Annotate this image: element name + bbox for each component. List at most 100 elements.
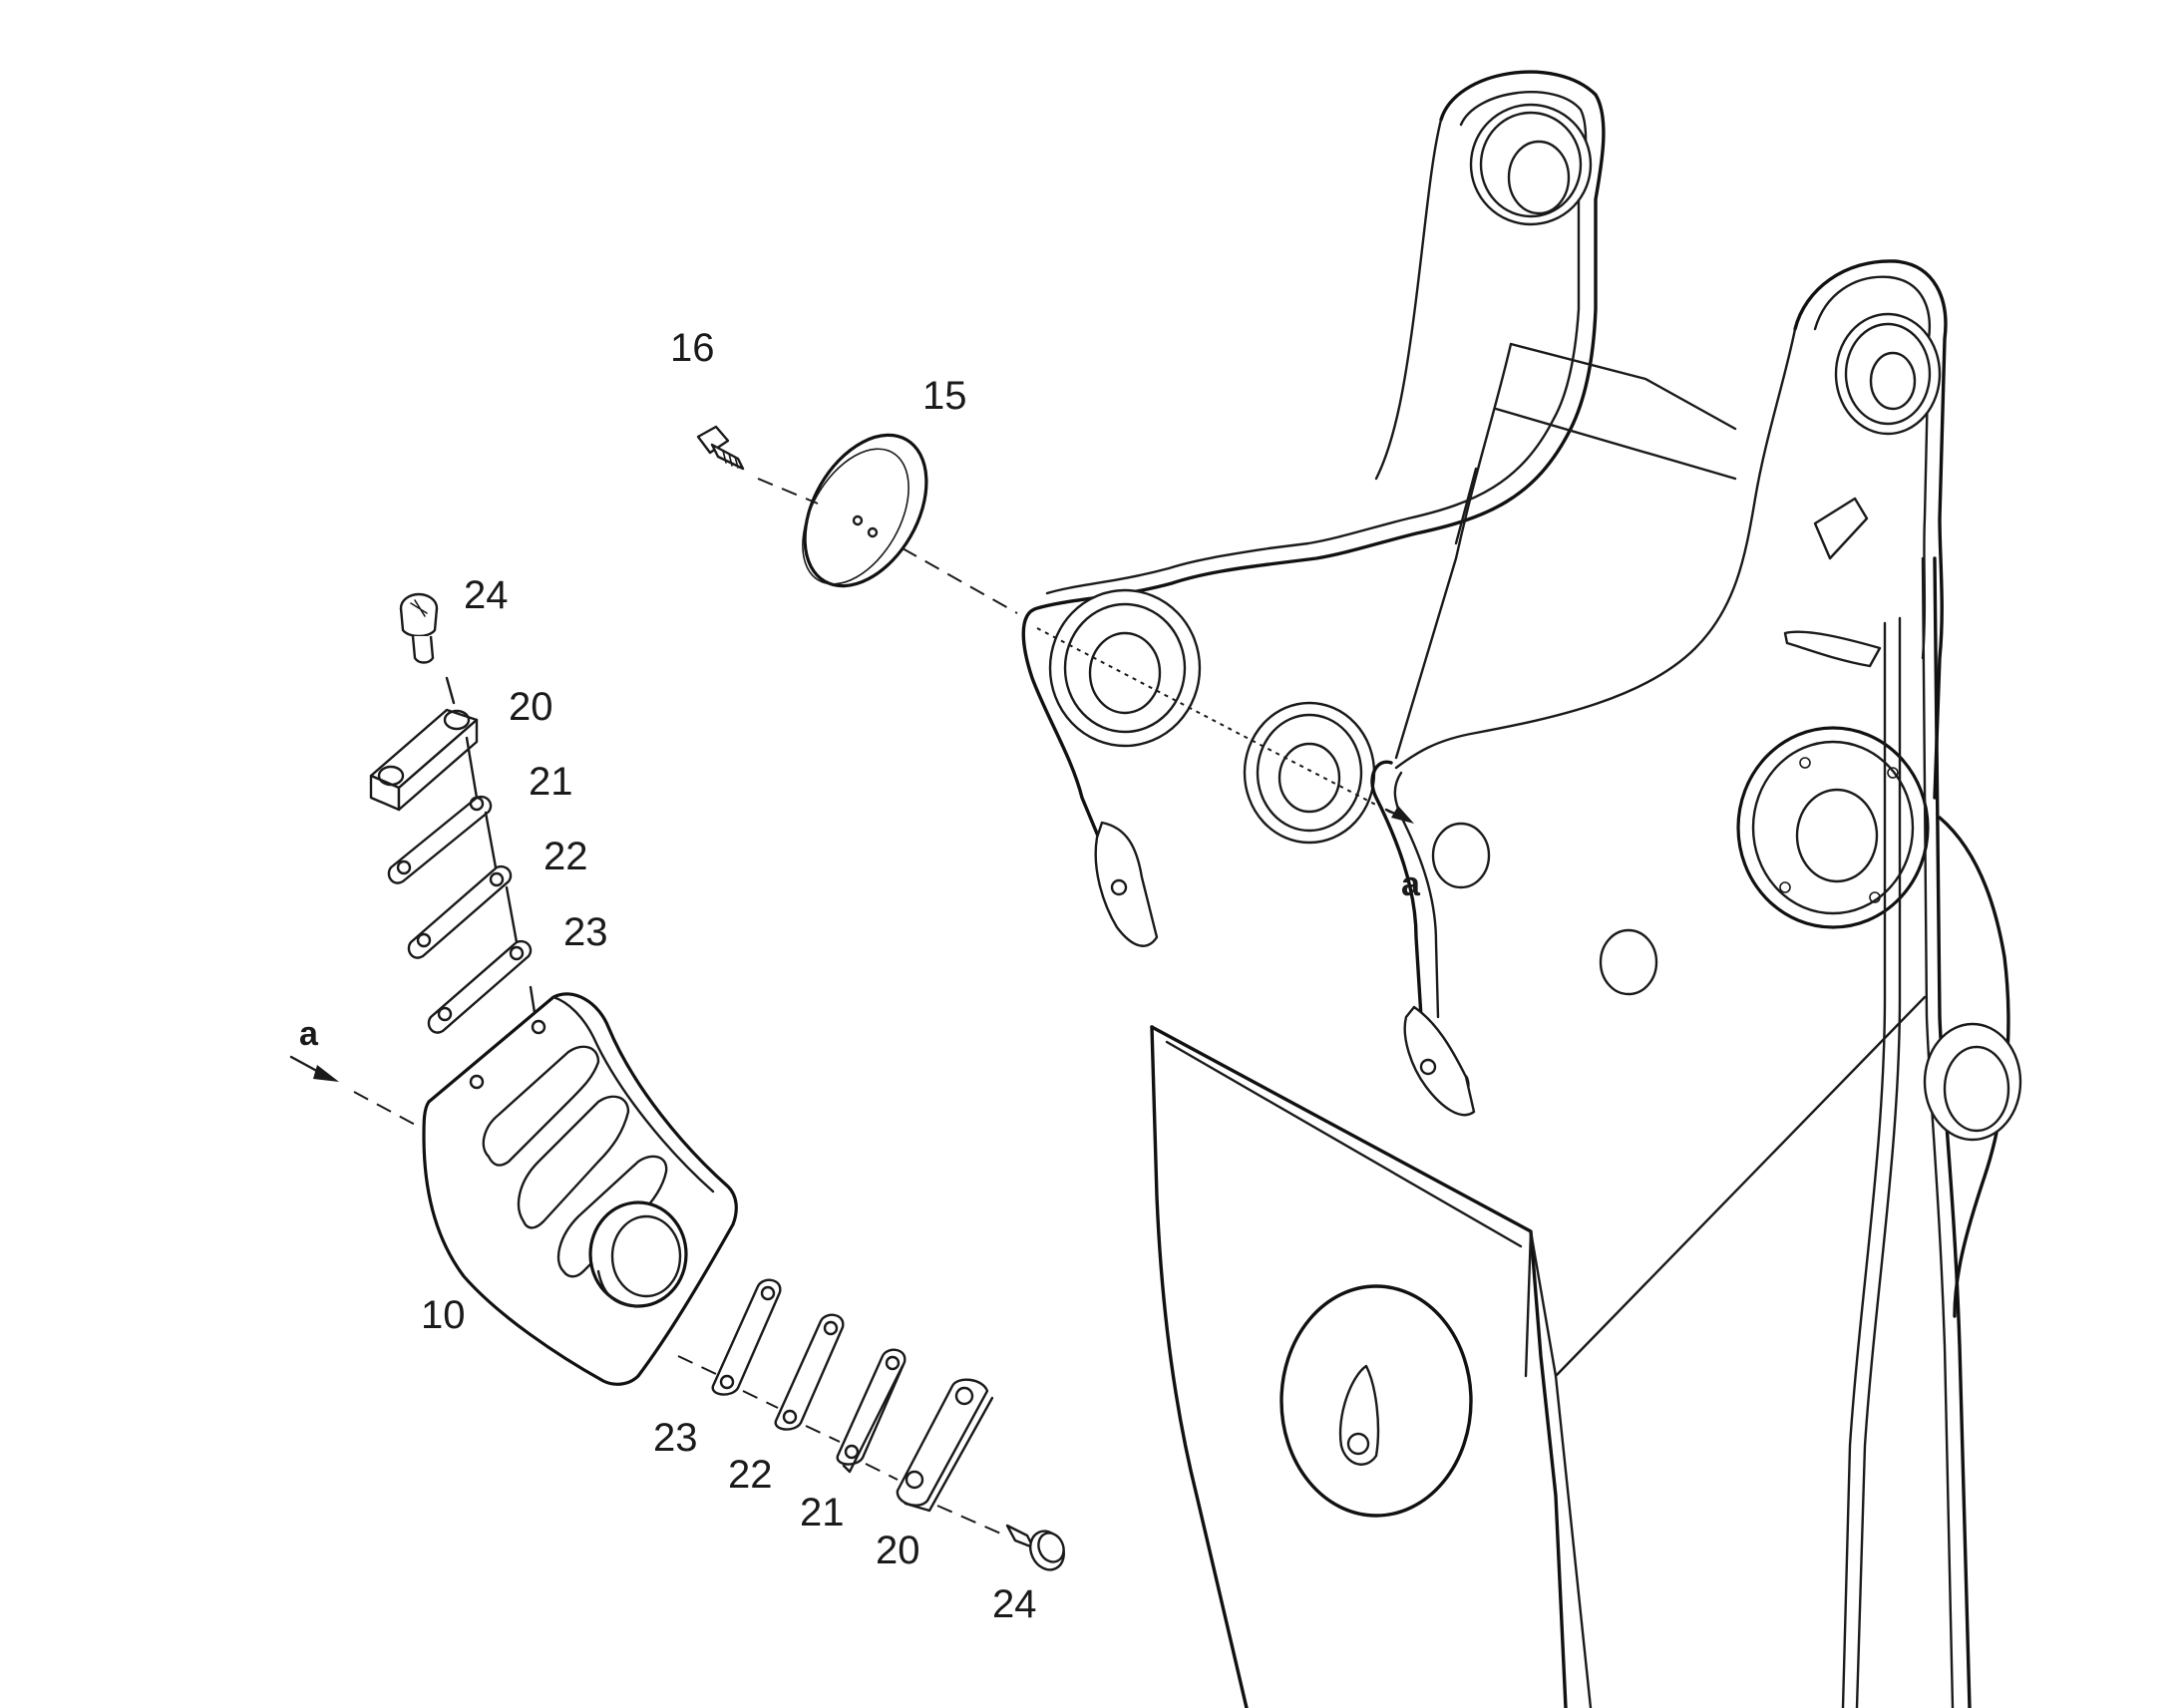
housing-bore — [1943, 1045, 2010, 1133]
shim-21-bottom-hole-2 — [885, 1355, 901, 1371]
boom-left-plate-inner — [1045, 91, 1588, 595]
shim-23-top-hole-2 — [437, 1006, 453, 1022]
callout-16: 16 — [670, 326, 715, 370]
boom-side-channel — [1855, 616, 1902, 1708]
large-flange-bore — [1795, 788, 1879, 883]
body-lug-hole — [1346, 1432, 1370, 1456]
boom-side-channel-inner — [1841, 621, 1887, 1708]
shim-21-bottom-hole-1 — [844, 1444, 860, 1460]
shim-22-bottom-hole-1 — [782, 1409, 798, 1425]
large-flange-ring — [1751, 740, 1915, 915]
view-marker-a-left: a — [299, 1015, 319, 1053]
block-20-side — [397, 718, 479, 812]
plate-10-edge — [551, 995, 715, 1194]
boom-assembly — [1021, 70, 2022, 1708]
axis-line-hidden — [1036, 627, 1392, 814]
leader-22-23-top — [505, 885, 519, 944]
part-10-plate — [422, 992, 738, 1386]
part-16-bolt — [696, 425, 745, 471]
top-web-edge — [1454, 407, 1737, 545]
shim-22-top-hole-1 — [489, 871, 505, 887]
callout-20-top: 20 — [509, 685, 553, 729]
plate-10-hole-top — [531, 1019, 546, 1035]
bolt-24-bottom-shank — [1005, 1524, 1035, 1549]
top-left-boss-ring — [1479, 111, 1583, 218]
axis-arrow-head — [1391, 806, 1414, 824]
boom-right-plate-face — [1813, 275, 1931, 660]
bolt-24-top-shank — [411, 635, 435, 664]
bolt-16-head — [696, 425, 730, 455]
plate-10-bushing-side — [596, 1269, 640, 1308]
shim-23-bottom — [711, 1278, 782, 1396]
flange-bolt-1 — [1799, 757, 1811, 769]
shim-21-top-hole-2 — [396, 859, 412, 875]
lower-bracket-hole — [1419, 1058, 1437, 1076]
shim-21-bottom — [836, 1348, 907, 1466]
disc-15-edge — [802, 448, 909, 585]
bolt-16-thread — [722, 450, 739, 469]
left-mid-bore — [1088, 631, 1162, 715]
shim-22-top — [407, 864, 513, 959]
leader-20-21-top — [465, 736, 479, 800]
body-lug — [1338, 1364, 1380, 1466]
top-left-bore — [1507, 140, 1571, 215]
callout-23-bottom: 23 — [653, 1416, 698, 1460]
left-arm-bracket-hole — [1110, 878, 1128, 896]
callout-22-bottom: 22 — [728, 1453, 773, 1497]
second-bore — [1277, 742, 1341, 814]
boom-left-plate-outline — [1021, 70, 1606, 859]
axis-line-16-15 — [757, 478, 819, 505]
boom-right-plate-outline — [1793, 259, 1948, 800]
plate-10-bushing-bore — [610, 1214, 682, 1298]
bolt-24-top-head-side — [399, 607, 439, 638]
part-20-top-block — [369, 708, 479, 812]
flange-bolt-2 — [1887, 767, 1899, 779]
plate-10-slot-1 — [482, 1045, 600, 1167]
bolt-16-shank — [710, 443, 745, 471]
axis-line-15-boom — [902, 547, 1018, 614]
shim-23-bottom-hole-2 — [760, 1285, 776, 1301]
small-bracket — [1813, 497, 1869, 560]
shim-23-bottom-hole-1 — [719, 1374, 735, 1390]
axis-22-21-bottom — [805, 1425, 841, 1443]
bolt-24-top-socket — [410, 599, 428, 617]
view-arrow-left-head — [313, 1065, 339, 1082]
top-web — [1394, 342, 1737, 760]
view-marker-a-right: a — [1401, 865, 1421, 903]
view-arrow-left-line — [353, 1091, 420, 1128]
lower-bracket — [1403, 1005, 1476, 1117]
shim-21-top — [387, 795, 493, 884]
shim-21-bottom-side — [842, 1364, 905, 1474]
center-plate-inner — [1393, 771, 1440, 1019]
shim-22-top-hole-2 — [416, 932, 432, 948]
callout-20-bottom: 20 — [876, 1529, 920, 1572]
shim-22-bottom-hole-2 — [823, 1320, 839, 1336]
callout-22-top: 22 — [544, 835, 588, 878]
disc-15-hole-2 — [867, 526, 879, 538]
top-right-boss-ring — [1844, 322, 1932, 426]
block-20-bottom-hole-1 — [905, 1470, 924, 1490]
boom-body-right-face — [1529, 995, 1927, 1708]
plate-10-hole-left — [469, 1074, 485, 1090]
disc-15 — [803, 433, 928, 588]
shim-21-top-hole-1 — [469, 796, 485, 812]
callout-15: 15 — [922, 374, 967, 418]
part-24-top-bolt — [399, 592, 439, 664]
block-20-hole-1 — [377, 765, 405, 787]
boom-left-edge — [1374, 118, 1443, 481]
leader-24-20-top — [445, 676, 456, 705]
leader-21-22-top — [484, 811, 498, 869]
part-15-disc — [802, 433, 928, 588]
boom-right-plate-inner — [1394, 327, 1797, 770]
boom-body-top-face-inner — [1165, 1040, 1533, 1378]
small-right-boss — [1431, 822, 1491, 889]
callout-24-top: 24 — [464, 573, 509, 617]
shim-23-top-hole-1 — [509, 945, 525, 961]
disc-15-hole-1 — [852, 514, 864, 526]
body-round-face — [1279, 1284, 1473, 1518]
axis-10-23-bottom — [677, 1355, 717, 1375]
flange-bolt-3 — [1779, 881, 1791, 893]
callout-10: 10 — [421, 1293, 466, 1337]
